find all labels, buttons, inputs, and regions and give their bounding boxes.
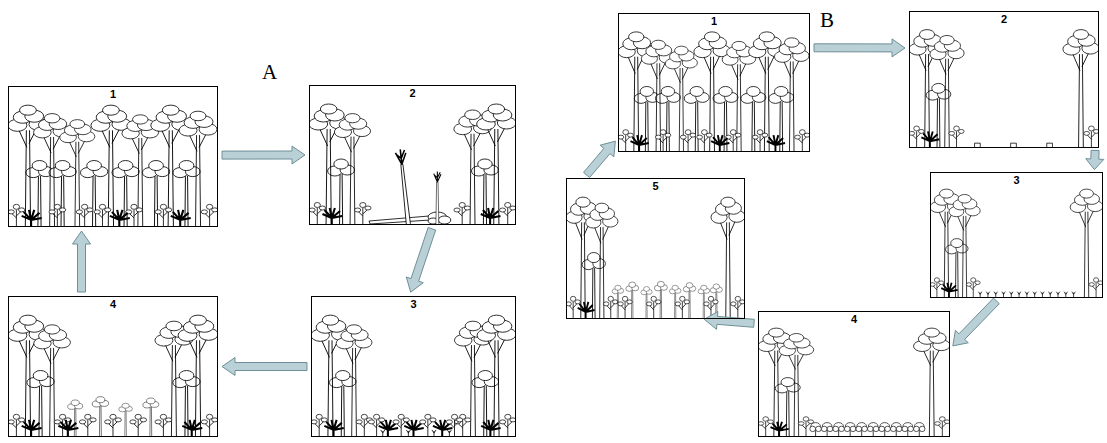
tree <box>675 296 689 318</box>
panel-frame: 3 <box>311 296 516 437</box>
panel-number: 1 <box>709 15 719 28</box>
tree <box>92 397 108 436</box>
tree <box>393 414 409 436</box>
forest-scene <box>758 328 950 436</box>
tree <box>844 423 856 437</box>
panel-frame: 1 <box>618 13 810 152</box>
tree <box>914 423 926 437</box>
panel-letter: A <box>260 60 279 84</box>
forest <box>8 315 218 436</box>
cycle-arrow <box>953 298 1000 346</box>
tree <box>986 292 989 297</box>
tree <box>647 296 661 318</box>
panel-frame: 5 <box>566 178 745 319</box>
forest-scene <box>8 105 218 226</box>
cycle-arrow <box>584 141 616 178</box>
panel-number: 4 <box>849 313 859 326</box>
tree <box>79 414 96 436</box>
tree <box>105 414 122 436</box>
cycle-arrow <box>704 311 754 329</box>
panel-frame: 4 <box>8 296 218 437</box>
forest <box>8 105 218 226</box>
tree <box>698 285 710 318</box>
broken-trunk <box>395 149 413 225</box>
cycle-arrow <box>406 228 435 293</box>
forest <box>758 328 950 436</box>
tree <box>833 423 845 437</box>
tree <box>420 414 436 436</box>
tree <box>1056 292 1059 297</box>
panel-number: 2 <box>999 13 1009 26</box>
tree <box>669 285 681 318</box>
tree <box>994 292 997 297</box>
cycle-arrow <box>73 231 91 292</box>
forest <box>909 30 1099 147</box>
panel-frame: 4 <box>758 311 950 437</box>
tree <box>446 414 462 436</box>
tree <box>867 423 879 437</box>
forest <box>566 197 745 318</box>
tree <box>143 398 159 436</box>
panel-frame: 1 <box>8 86 218 227</box>
tree <box>856 423 868 437</box>
forest-scene <box>930 189 1103 297</box>
broken-trunk <box>434 172 441 225</box>
tree <box>612 285 624 318</box>
forest <box>618 32 810 151</box>
cycle-arrow <box>814 39 905 57</box>
forest-scene <box>309 104 516 225</box>
tree <box>447 430 451 436</box>
cycle-arrow <box>1086 150 1104 169</box>
tree <box>58 420 78 436</box>
tree <box>1025 292 1028 297</box>
panel-number: 5 <box>650 180 660 193</box>
forest <box>311 315 516 436</box>
tree <box>618 296 632 318</box>
tree <box>879 423 891 437</box>
panel-number: 4 <box>108 298 118 311</box>
forest-scene <box>566 197 745 318</box>
tree <box>368 414 384 436</box>
tree <box>381 430 385 436</box>
panel-number: 1 <box>108 88 118 101</box>
cycle-arrow <box>222 358 307 376</box>
tree <box>1064 292 1067 297</box>
panel-number: 3 <box>408 298 418 311</box>
panel-letter: B <box>818 8 836 32</box>
panel-number: 3 <box>1011 174 1021 187</box>
tree <box>68 400 83 436</box>
panel-number: 2 <box>407 87 417 100</box>
stump <box>975 143 981 147</box>
tree <box>1033 292 1036 297</box>
tree <box>810 423 822 437</box>
tree <box>890 423 902 437</box>
forest-scene <box>8 315 218 436</box>
stump <box>1011 143 1017 147</box>
tree <box>1017 292 1020 297</box>
tree <box>1041 292 1044 297</box>
tree <box>406 430 410 436</box>
tree <box>821 423 833 437</box>
panel-frame: 3 <box>930 172 1103 298</box>
tree <box>1049 292 1052 297</box>
panel-frame: 2 <box>309 85 516 225</box>
tree <box>1072 292 1075 297</box>
tree <box>432 430 436 436</box>
forest <box>930 189 1103 297</box>
cycle-arrow <box>222 146 305 164</box>
tree <box>1010 292 1013 297</box>
tree <box>1002 292 1005 297</box>
tree <box>978 292 981 297</box>
tree <box>902 423 914 437</box>
forest <box>309 104 516 224</box>
tree <box>130 414 147 436</box>
forest-scene <box>311 315 516 436</box>
panel-frame: 2 <box>909 11 1099 148</box>
stump <box>1047 143 1053 147</box>
forest-scene <box>909 30 1099 147</box>
forest-scene <box>618 32 810 151</box>
